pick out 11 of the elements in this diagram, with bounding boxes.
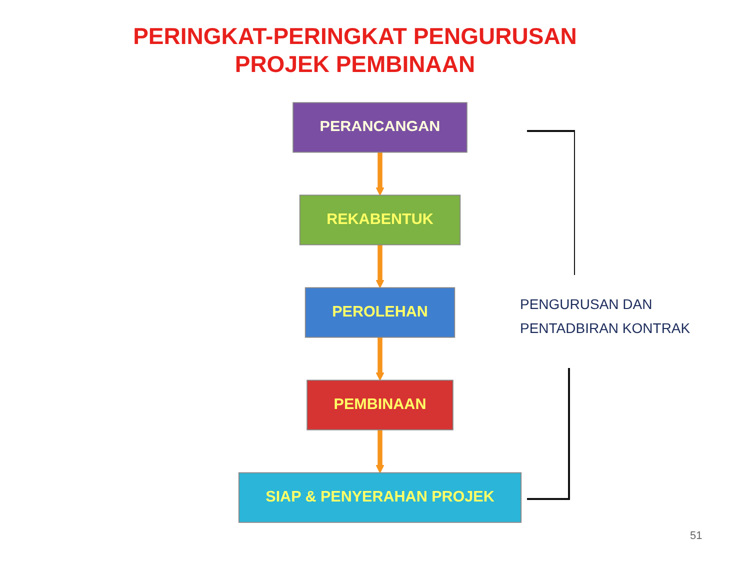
node-box: PEMBINAAN xyxy=(306,380,454,430)
node-box: PEROLEHAN xyxy=(304,287,456,338)
arrow xyxy=(376,337,384,381)
arrow xyxy=(376,244,384,288)
arrow xyxy=(376,152,384,196)
node-box: SIAP & PENYERAHAN PROJEK xyxy=(238,472,522,523)
node-box: PERANCANGAN xyxy=(292,102,468,153)
title: PERINGKAT-PERINGKAT PENGURUSAN PROJEK PEMBINAAN xyxy=(132,22,578,78)
node-box: REKABENTUK xyxy=(299,194,461,246)
page-number: 51 xyxy=(690,530,702,542)
arrow xyxy=(376,430,384,474)
